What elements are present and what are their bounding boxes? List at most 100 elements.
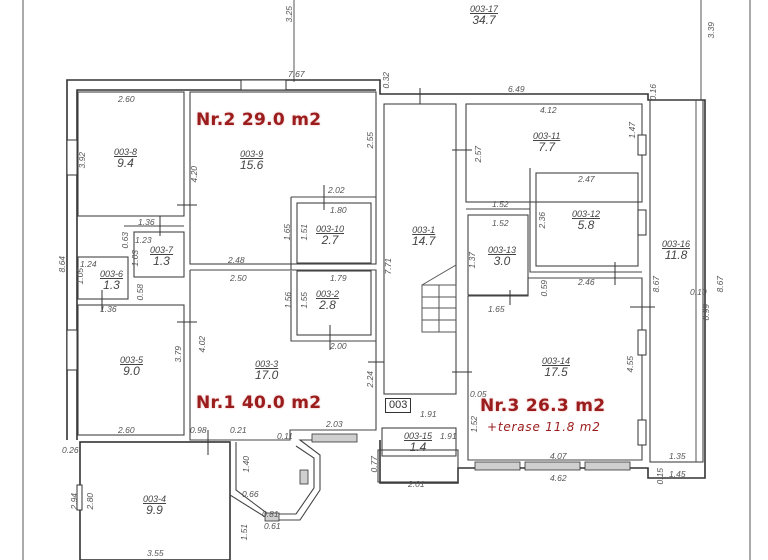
room-area: 9.9 — [146, 503, 163, 517]
building-tag: 003 — [385, 398, 412, 413]
dim-label: 1.37 — [467, 251, 478, 269]
dim-label: 1.47 — [627, 121, 638, 139]
dim-label: 4.02 — [197, 335, 208, 353]
dim-label: 0.63 — [120, 231, 131, 249]
dim-label: 0.21 — [230, 425, 247, 435]
dim-label: 1.51 — [239, 523, 250, 541]
room-area: 1.3 — [153, 254, 170, 268]
room-003-14: 003-14 17.5 — [542, 356, 571, 379]
room-id: 003-10 — [316, 224, 345, 234]
dim-label: 0.61 — [264, 521, 281, 531]
unit-1-label: Nr.1 40.0 m2 — [196, 393, 322, 413]
room-id: 003-13 — [488, 245, 517, 255]
dim-label: 0.32 — [381, 71, 392, 89]
room-area: 17.5 — [544, 365, 568, 379]
dim-label: 0.99 — [701, 303, 712, 321]
dim-label: 1.52 — [469, 415, 480, 433]
dim-label: 0.15 — [655, 467, 666, 485]
room-id: 003-5 — [120, 355, 144, 365]
dim-label: 8.67 — [715, 275, 726, 293]
room-id: 003-15 — [404, 431, 433, 441]
dim-label: 2.03 — [326, 419, 343, 429]
dim-label: 2.94 — [69, 492, 80, 510]
dim-label: 0.58 — [135, 283, 146, 301]
room-area: 9.4 — [117, 156, 134, 170]
room-003-7: 003-7 1.3 — [150, 245, 174, 268]
dim-label: 1.05 — [75, 267, 86, 285]
room-003-15: 003-15 1.4 — [404, 431, 433, 454]
dim-label: 1.52 — [492, 199, 509, 209]
room-area: 11.8 — [664, 248, 688, 262]
room-area: 7.7 — [538, 140, 556, 154]
dim-label: 0.05 — [470, 389, 487, 399]
dim-label: 1.35 — [669, 451, 686, 461]
windows — [66, 134, 647, 522]
dim-label: 4.62 — [550, 473, 567, 483]
room-003-10: 003-10 2.7 — [316, 224, 345, 247]
room-003-12: 003-12 5.8 — [572, 209, 601, 232]
room-003-1: 003-1 14.7 — [412, 225, 436, 248]
room-id: 003-12 — [572, 209, 601, 219]
dim-label: 3.25 — [284, 5, 295, 23]
dim-label: 1.23 — [135, 235, 152, 245]
room-003-13: 003-13 3.0 — [488, 245, 517, 268]
room-area: 9.0 — [123, 364, 140, 378]
room-id: 003-11 — [533, 131, 561, 141]
room-id: 003-16 — [662, 239, 691, 249]
room-003-11: 003-11 7.7 — [533, 131, 561, 154]
dim-label: 2.36 — [537, 211, 548, 229]
dim-label: 2.57 — [473, 145, 484, 163]
dim-label: 0.59 — [539, 279, 550, 297]
dim-label: 0.10 — [690, 287, 707, 297]
dim-label: 2.48 — [228, 255, 245, 265]
room-003-9: 003-9 15.6 — [240, 150, 264, 172]
room-003-5: 003-5 9.0 — [120, 355, 144, 378]
dim-label: 1.91 — [440, 431, 457, 441]
room-area: 5.8 — [577, 218, 595, 232]
dim-label: 8.64 — [57, 255, 68, 273]
dim-label: 8.67 — [651, 275, 662, 293]
dim-label: 1.52 — [492, 218, 509, 228]
room-area: 1.3 — [103, 278, 120, 292]
dim-label: 1.91 — [420, 409, 437, 419]
dim-label: 0.98 — [190, 425, 207, 435]
dim-label: 2.55 — [365, 131, 376, 149]
dim-label: 1.56 — [283, 291, 294, 309]
dim-label: 1.03 — [130, 249, 141, 267]
room-id: 003-7 — [150, 245, 174, 255]
dim-label: 3.55 — [147, 548, 164, 558]
room-id: 003-4 — [143, 494, 167, 504]
room-id: 003-14 — [542, 356, 571, 366]
room-area: 3.0 — [493, 254, 511, 268]
dim-label: 3.79 — [173, 345, 184, 363]
room-area: 17.0 — [255, 368, 279, 382]
dim-label: 1.80 — [330, 205, 347, 215]
room-003-17: 003-17 34.7 — [470, 5, 498, 27]
room-003-2: 003-2 2.8 — [316, 289, 340, 312]
dim-label: 2.24 — [365, 370, 376, 388]
room-area: 34.7 — [472, 13, 496, 27]
room-id: 003-3 — [255, 359, 279, 369]
dim-label: 4.20 — [189, 165, 200, 183]
dim-label: 1.40 — [241, 455, 252, 473]
dim-label: 3.39 — [706, 21, 717, 39]
room-area: 15.6 — [240, 158, 264, 172]
dim-label: 3.92 — [77, 151, 88, 169]
room-area: 14.7 — [412, 234, 436, 248]
dim-label: 0.11 — [277, 431, 293, 441]
dim-label: 2.80 — [85, 492, 96, 510]
room-003-3: 003-3 17.0 — [255, 359, 279, 382]
dim-label: 0.66 — [242, 489, 259, 499]
unit-3-label: Nr.3 26.3 m2 — [480, 396, 606, 416]
dim-label: 2.50 — [230, 273, 247, 283]
dim-label: 2.46 — [578, 277, 595, 287]
room-id: 003-2 — [316, 289, 340, 299]
plot-boundary — [22, 0, 751, 560]
unit-3-terrace-label: +terase 11.8 m2 — [487, 420, 601, 434]
stairs — [421, 264, 457, 333]
door-marks — [101, 88, 655, 455]
room-id: 003-1 — [412, 225, 436, 235]
room-area: 2.8 — [319, 298, 336, 312]
dim-label: 1.65 — [488, 304, 505, 314]
dim-label: 1.51 — [299, 223, 310, 241]
